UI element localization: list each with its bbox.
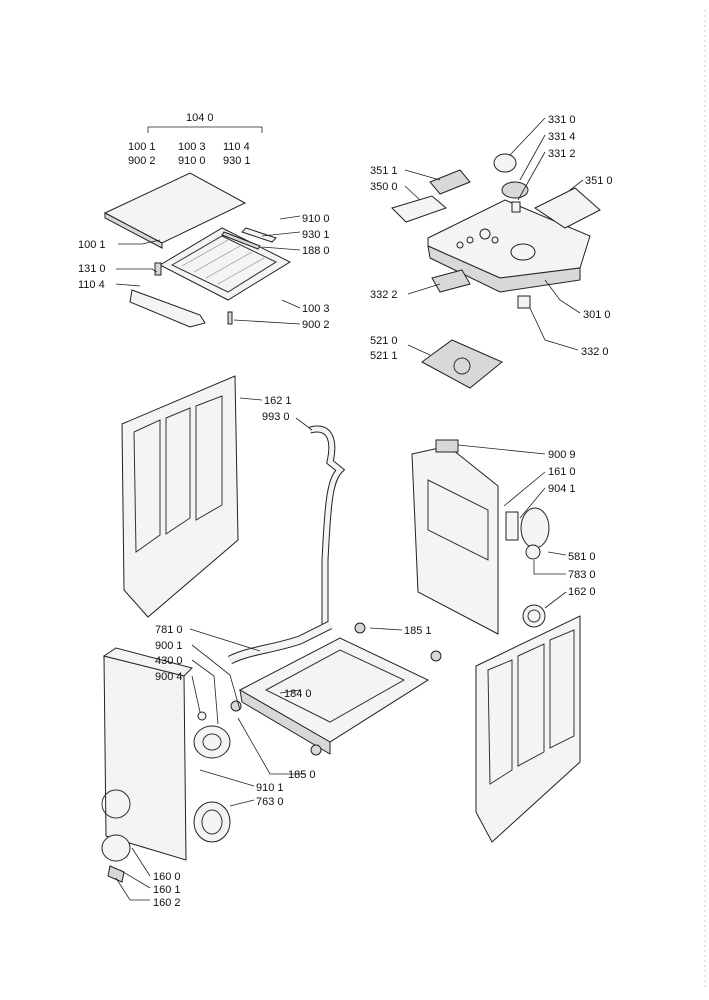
label-7830: 783 0 xyxy=(568,569,596,581)
clip-1602 xyxy=(107,865,125,883)
label-1850: 185 0 xyxy=(288,769,316,781)
label-9004: 900 4 xyxy=(155,671,183,683)
label-9100b: 910 0 xyxy=(302,213,330,225)
label-9002b: 900 2 xyxy=(302,319,330,331)
label-1310: 131 0 xyxy=(78,263,106,275)
label-5810: 581 0 xyxy=(568,551,596,563)
pump-group xyxy=(193,711,231,843)
mid-left-leaders xyxy=(239,397,313,431)
label-3500: 350 0 xyxy=(370,181,398,193)
label-9101: 910 1 xyxy=(256,782,284,794)
knob-seat xyxy=(510,243,536,261)
screw-9002 xyxy=(227,311,233,325)
label-1001a: 100 1 xyxy=(128,141,156,153)
side-panel-1620 xyxy=(475,615,581,843)
label-3310: 331 0 xyxy=(548,114,576,126)
label-1040: 104 0 xyxy=(186,112,214,124)
back-leaders xyxy=(457,444,567,609)
control-leaders xyxy=(404,117,584,356)
label-1001b: 100 1 xyxy=(78,239,106,251)
hinge-strip xyxy=(241,227,277,243)
filter-7630 xyxy=(193,801,231,843)
label-3510: 351 0 xyxy=(585,175,613,187)
front-leaders xyxy=(115,847,151,901)
label-1620: 162 0 xyxy=(568,586,596,598)
pump-4300 xyxy=(193,725,231,759)
door-1601 xyxy=(101,834,131,862)
part-labels: 104 0 100 1 100 3 110 4 900 2 910 0 930 … xyxy=(78,112,613,909)
label-1880: 188 0 xyxy=(302,245,330,257)
knob-3310 xyxy=(493,153,517,173)
main-board-5210 xyxy=(421,339,503,389)
label-9301b: 930 1 xyxy=(302,229,330,241)
base-leaders xyxy=(189,627,403,807)
base-frame xyxy=(230,622,442,756)
drain-hose xyxy=(309,425,346,630)
label-9001: 900 1 xyxy=(155,640,183,652)
label-3511: 351 1 xyxy=(370,165,398,177)
switch-3312 xyxy=(511,201,521,213)
bracket-3510 xyxy=(534,187,601,229)
lid-frame-opening xyxy=(170,235,278,293)
lid-assembly xyxy=(103,126,292,328)
label-3314: 331 4 xyxy=(548,131,576,143)
label-3320: 332 0 xyxy=(581,346,609,358)
pcb-mount xyxy=(435,439,459,453)
side-panel-left xyxy=(121,375,239,618)
switch-3322 xyxy=(431,269,471,293)
seal-strip xyxy=(221,231,261,250)
clip-9041 xyxy=(505,511,519,541)
lid-leaders xyxy=(115,215,301,325)
label-3010: 301 0 xyxy=(583,309,611,321)
label-9009: 900 9 xyxy=(548,449,576,461)
label-1003b: 100 3 xyxy=(302,303,330,315)
control-panel-assembly xyxy=(391,153,601,389)
hose-781-group xyxy=(227,620,333,665)
label-1601: 160 1 xyxy=(153,884,181,896)
group-bracket xyxy=(147,126,263,133)
label-9930: 993 0 xyxy=(262,411,290,423)
label-1602: 160 2 xyxy=(153,897,181,909)
label-1003a: 100 3 xyxy=(178,141,206,153)
side-panel-right xyxy=(475,615,581,843)
front-panel xyxy=(101,647,193,883)
label-7630: 763 0 xyxy=(256,796,284,808)
label-3312: 331 2 xyxy=(548,148,576,160)
label-1104a: 110 4 xyxy=(223,141,250,153)
side-panel-1621 xyxy=(121,375,239,618)
seal-7830 xyxy=(522,604,546,628)
label-9100a: 910 0 xyxy=(178,155,206,167)
lid-handle xyxy=(129,289,206,328)
label-4300: 430 0 xyxy=(155,655,183,667)
board-3500 xyxy=(391,195,447,223)
ring-9004 xyxy=(197,711,207,721)
back-panel-1610 xyxy=(411,445,499,635)
label-1851: 185 1 xyxy=(404,625,432,637)
control-panel-front xyxy=(427,245,581,293)
clip-131 xyxy=(154,262,162,276)
pulley-5810 xyxy=(520,507,550,549)
label-5210: 521 0 xyxy=(370,335,398,347)
label-1600: 160 0 xyxy=(153,871,181,883)
label-9041: 904 1 xyxy=(548,483,576,495)
label-1610: 161 0 xyxy=(548,466,576,478)
ring-c xyxy=(525,544,541,560)
back-panel xyxy=(411,439,550,635)
label-1621: 162 1 xyxy=(264,395,292,407)
label-3322: 332 2 xyxy=(370,289,398,301)
label-7810: 781 0 xyxy=(155,624,183,636)
board-3511 xyxy=(429,169,471,195)
label-5211: 521 1 xyxy=(370,350,398,362)
label-1840: 184 0 xyxy=(284,688,312,700)
knob-disc-3314 xyxy=(501,181,529,199)
label-1104b: 110 4 xyxy=(78,279,105,291)
button-3320 xyxy=(517,295,531,309)
front-panel-1600 xyxy=(103,655,187,861)
label-9002a: 900 2 xyxy=(128,155,156,167)
label-9301a: 930 1 xyxy=(223,155,251,167)
front-panel-porthole xyxy=(101,789,131,819)
lid-panel-edge xyxy=(104,212,163,249)
base-front xyxy=(239,689,331,755)
